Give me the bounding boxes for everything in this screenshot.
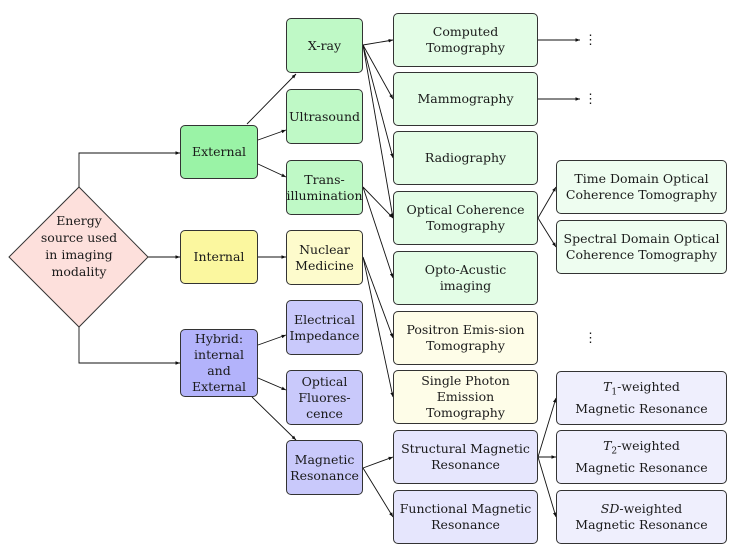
node-hybrid[interactable]: Hybrid: internal and External: [180, 329, 258, 397]
t1-subscript: 1: [611, 387, 618, 398]
node-t1-weighted-mr[interactable]: T1-weighted Magnetic Resonance: [556, 371, 727, 425]
node-single-photon-emission-tomography[interactable]: Single Photon Emission Tomography: [393, 370, 538, 424]
edge-trans-oct: [362, 186, 394, 219]
edge-oct-sd: [537, 217, 557, 248]
node-sd-weighted-mr[interactable]: SD-weighted Magnetic Resonance: [556, 490, 727, 544]
node-transillumination[interactable]: Trans-illumination: [286, 160, 363, 215]
node-optical-fluorescence[interactable]: Optical Fluores-cence: [286, 370, 363, 425]
edge-smr-t1: [537, 397, 557, 458]
node-ultrasound[interactable]: Ultrasound: [286, 89, 363, 144]
node-magnetic-resonance[interactable]: Magnetic Resonance: [286, 440, 363, 495]
node-time-domain-oct[interactable]: Time Domain Optical Coherence Tomography: [556, 160, 727, 214]
ellipsis-mammography: ⋮: [584, 92, 597, 107]
edge-smr-sdw: [537, 456, 557, 518]
node-xray[interactable]: X-ray: [286, 18, 363, 73]
edge-xray-ct: [362, 38, 394, 46]
edge-hybrid-mr: [251, 396, 297, 441]
node-spectral-domain-oct[interactable]: Spectral Domain Optical Coherence Tomogr…: [556, 220, 727, 274]
edge-root-external: [78, 151, 180, 187]
edge-oct-td: [537, 186, 557, 219]
edge-trans-optoac: [362, 186, 394, 279]
edge-xray-mammo: [362, 44, 394, 100]
edge-external-ultrasound: [257, 129, 287, 141]
ellipsis-ct: ⋮: [584, 33, 597, 48]
edge-root-hybrid: [78, 327, 180, 365]
node-opto-acustic-imaging[interactable]: Opto-Acustic imaging: [393, 251, 538, 305]
node-structural-magnetic-resonance[interactable]: Structural Magnetic Resonance: [393, 430, 538, 484]
node-mammography[interactable]: Mammography: [393, 72, 538, 126]
root-label: Energy source used in imaging modality: [40, 213, 118, 279]
t2-subscript: 2: [611, 446, 618, 457]
edge-xray-radio: [362, 44, 394, 159]
node-functional-magnetic-resonance[interactable]: Functional Magnetic Resonance: [393, 490, 538, 544]
node-nuclear-medicine[interactable]: Nuclear Medicine: [286, 230, 363, 285]
node-external[interactable]: External: [180, 125, 258, 179]
node-internal[interactable]: Internal: [180, 230, 258, 284]
edge-xray-oct: [362, 44, 395, 219]
edge-hybrid-impedance: [257, 334, 287, 346]
node-electrical-impedance[interactable]: Electrical Impedance: [286, 300, 363, 355]
edge-hybrid-fluorescence: [257, 377, 287, 391]
edge-mr-smr: [362, 456, 394, 469]
edge-nuclear-spect: [362, 256, 394, 398]
edge-nuclear-pet: [362, 256, 394, 339]
node-radiography[interactable]: Radiography: [393, 131, 538, 185]
node-optical-coherence-tomography[interactable]: Optical Coherence Tomography: [393, 191, 538, 245]
ellipsis-pet: ⋮: [584, 331, 597, 346]
node-computed-tomography[interactable]: Computed Tomography: [393, 13, 538, 67]
edge-mr-fmr: [362, 467, 394, 518]
node-t2-weighted-mr[interactable]: T2-weighted Magnetic Resonance: [556, 430, 727, 484]
node-positron-emission-tomography[interactable]: Positron Emis-sion Tomography: [393, 311, 538, 365]
edge-external-transillumination: [257, 163, 287, 178]
edge-external-xray: [246, 73, 297, 125]
